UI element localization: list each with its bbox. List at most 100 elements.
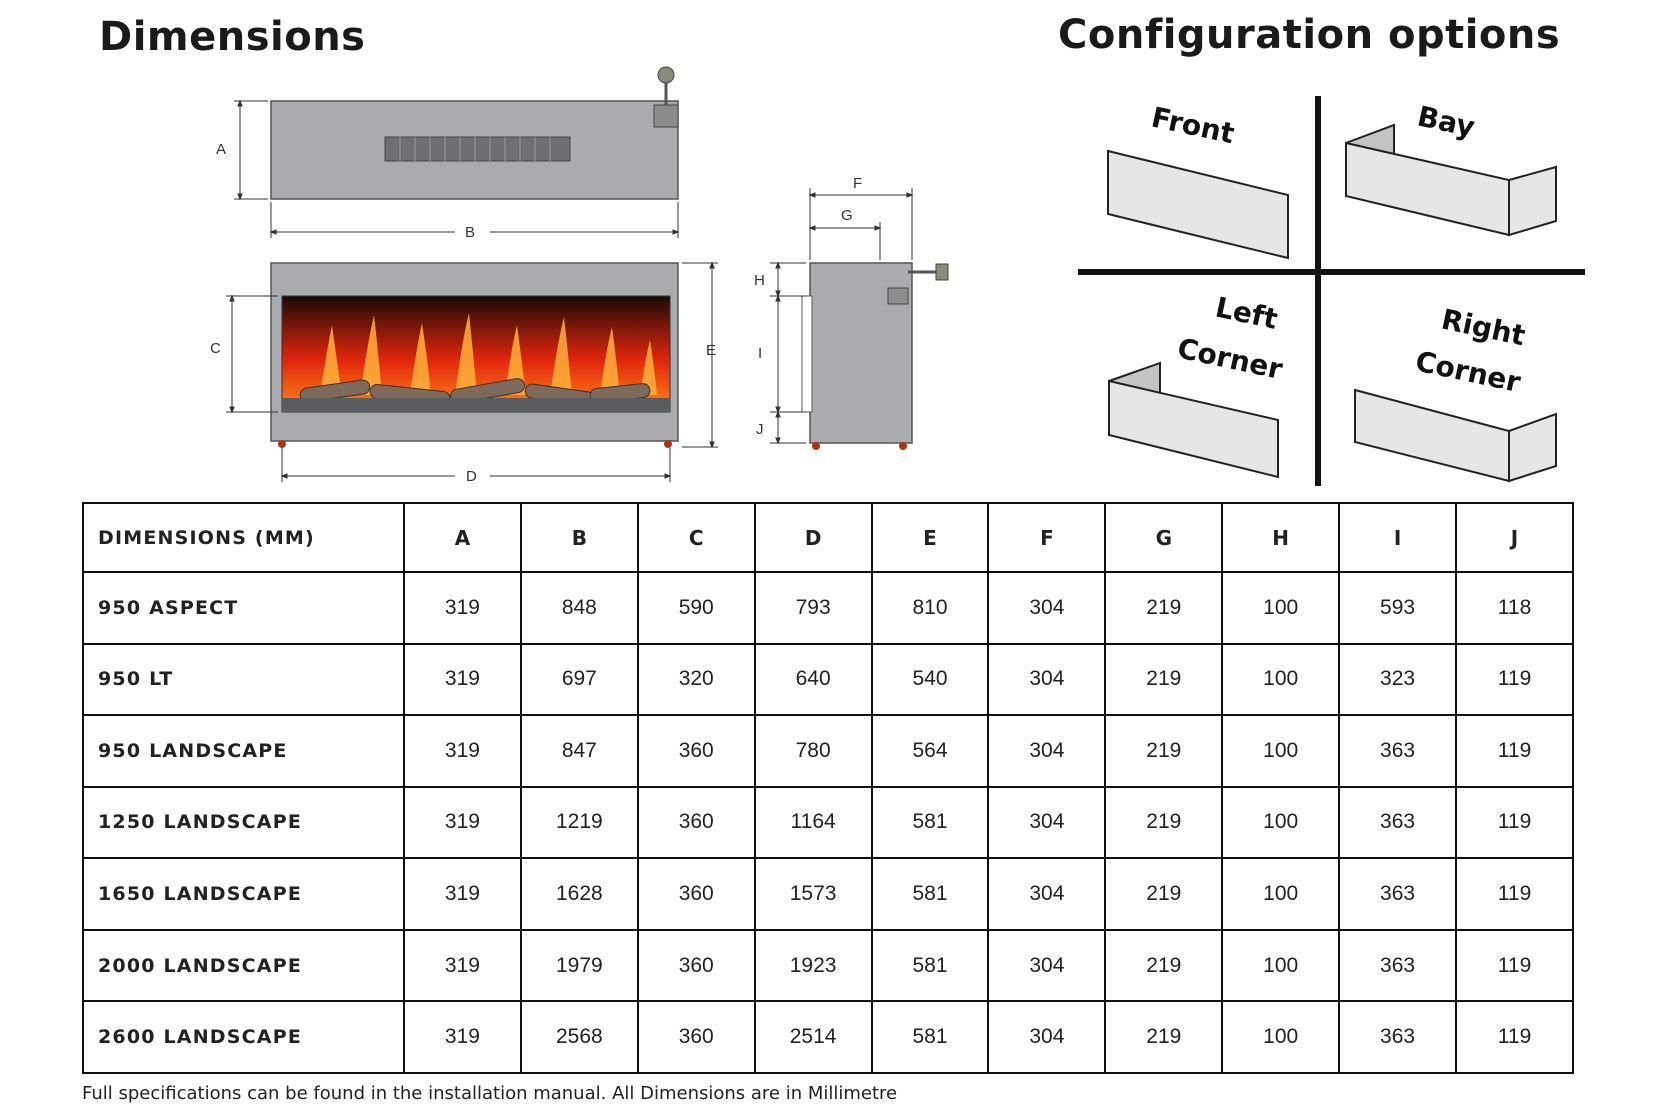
table-cell: 119: [1455, 1000, 1574, 1074]
table-cell: 593: [1338, 571, 1458, 645]
table-cell: 360: [636, 1000, 756, 1074]
label-j: J: [756, 421, 764, 438]
table-cell: 100: [1221, 928, 1341, 1003]
table-cell: 697: [519, 642, 639, 717]
label-f: F: [853, 175, 862, 192]
table-cell: 219: [1104, 857, 1224, 931]
table-cell: 219: [1104, 642, 1224, 717]
table-row: 950 LANDSCAPE 319 847 360 780 564 304 21…: [82, 714, 1574, 788]
dimensions-table: DIMENSIONS (MM) A B C D E F G H I J 950 …: [82, 502, 1574, 1074]
table-cell: 119: [1455, 714, 1574, 788]
footnote: Full specifications can be found in the …: [82, 1083, 898, 1104]
table-header-row: DIMENSIONS (MM) A B C D E F G H I J: [82, 502, 1574, 573]
model-cell: 1250 LANDSCAPE: [82, 785, 405, 860]
label-a: A: [216, 141, 226, 158]
column-header: H: [1221, 502, 1341, 573]
table-cell: 319: [403, 642, 522, 717]
top-view-drawing: A B: [216, 66, 680, 241]
table-cell: 1628: [519, 857, 639, 931]
table-cell: 304: [987, 642, 1107, 717]
column-header: G: [1104, 502, 1224, 573]
table-cell: 590: [636, 571, 756, 645]
column-header: A: [403, 502, 522, 573]
config-right-corner-label-1: Right: [1439, 303, 1529, 353]
table-cell: 219: [1104, 785, 1224, 860]
config-left-corner-label-2: Corner: [1175, 332, 1286, 386]
table-row: 2600 LANDSCAPE 319 2568 360 2514 581 304…: [82, 1000, 1574, 1074]
table-cell: 319: [403, 1000, 522, 1074]
model-cell: 950 LANDSCAPE: [82, 714, 405, 788]
table-cell: 360: [636, 714, 756, 788]
config-right-corner: Right Corner: [1354, 303, 1557, 483]
configuration-options: Front Bay Left Corner Right Corner: [1078, 96, 1585, 486]
table-cell: 100: [1221, 642, 1341, 717]
table-cell: 640: [753, 642, 873, 717]
table-cell: 100: [1221, 857, 1341, 931]
config-front: Front: [1107, 101, 1289, 260]
table-cell: 848: [519, 571, 639, 645]
table-row: 2000 LANDSCAPE 319 1979 360 1923 581 304…: [82, 928, 1574, 1003]
table-cell: 319: [403, 571, 522, 645]
table-cell: 1219: [519, 785, 639, 860]
front-view-drawing: C E D: [210, 261, 718, 485]
model-cell: 950 LT: [82, 642, 405, 717]
config-front-label: Front: [1149, 101, 1238, 151]
table-cell: 2568: [519, 1000, 639, 1074]
config-bay: Bay: [1345, 100, 1557, 237]
table-cell: 119: [1455, 857, 1574, 931]
label-g: G: [841, 207, 853, 224]
side-view-drawing: F G H I J: [754, 175, 949, 450]
power-plug-icon: [653, 66, 679, 128]
table-cell: 219: [1104, 928, 1224, 1003]
dimensions-title: Dimensions: [99, 14, 366, 60]
column-header: B: [519, 502, 639, 573]
table-cell: 119: [1455, 928, 1574, 1003]
table-cell: 360: [636, 785, 756, 860]
label-h: H: [754, 272, 765, 289]
table-cell: 219: [1104, 1000, 1224, 1074]
table-cell: 581: [870, 785, 990, 860]
table-cell: 793: [753, 571, 873, 645]
table-cell: 2514: [753, 1000, 873, 1074]
table-cell: 363: [1338, 1000, 1458, 1074]
table-cell: 100: [1221, 571, 1341, 645]
model-cell: 950 ASPECT: [82, 571, 405, 645]
table-cell: 581: [870, 928, 990, 1003]
model-cell: 1650 LANDSCAPE: [82, 857, 405, 931]
table-cell: 304: [987, 857, 1107, 931]
table-cell: 363: [1338, 857, 1458, 931]
table-cell: 219: [1104, 571, 1224, 645]
table-cell: 810: [870, 571, 990, 645]
table-cell: 100: [1221, 1000, 1341, 1074]
table-cell: 1979: [519, 928, 639, 1003]
table-row: 950 ASPECT 319 848 590 793 810 304 219 1…: [82, 571, 1574, 645]
table-cell: 564: [870, 714, 990, 788]
table-cell: 304: [987, 1000, 1107, 1074]
label-e: E: [706, 342, 716, 359]
config-left-corner-label-1: Left: [1213, 291, 1281, 336]
label-i: I: [758, 345, 762, 362]
table-cell: 100: [1221, 714, 1341, 788]
column-header: I: [1338, 502, 1458, 573]
label-c: C: [210, 340, 221, 357]
table-cell: 304: [987, 928, 1107, 1003]
table-cell: 319: [403, 785, 522, 860]
column-header: J: [1455, 502, 1574, 573]
table-cell: 319: [403, 714, 522, 788]
column-header: F: [987, 502, 1107, 573]
table-row: 1650 LANDSCAPE 319 1628 360 1573 581 304…: [82, 857, 1574, 931]
table-cell: 780: [753, 714, 873, 788]
table-cell: 360: [636, 928, 756, 1003]
table-cell: 360: [636, 857, 756, 931]
column-header: D: [753, 502, 873, 573]
table-cell: 100: [1221, 785, 1341, 860]
table-cell: 581: [870, 857, 990, 931]
config-right-corner-label-2: Corner: [1413, 345, 1524, 399]
configuration-options-title: Configuration options: [1058, 12, 1561, 58]
config-left-corner: Left Corner: [1108, 291, 1286, 479]
table-cell: 118: [1455, 571, 1574, 645]
dimension-drawings: A B C: [210, 66, 1585, 486]
config-bay-label: Bay: [1415, 100, 1478, 144]
table-cell: 219: [1104, 714, 1224, 788]
table-cell: 319: [403, 928, 522, 1003]
